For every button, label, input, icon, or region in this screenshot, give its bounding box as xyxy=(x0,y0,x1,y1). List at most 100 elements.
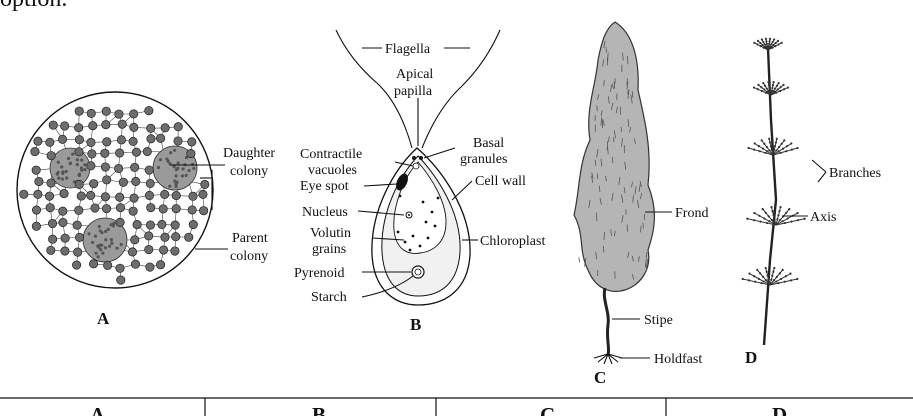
colony-cell xyxy=(160,189,170,199)
branch-node xyxy=(758,150,761,153)
branch-node xyxy=(796,219,800,222)
frond-mark xyxy=(597,94,600,100)
frond-mark xyxy=(611,83,615,89)
frond-mark xyxy=(600,117,603,126)
colony-cell xyxy=(146,134,156,144)
leader-contractile xyxy=(394,161,414,167)
branch-node xyxy=(763,43,766,46)
frond-mark xyxy=(622,52,624,61)
daughter-cell xyxy=(68,161,73,165)
branch-node xyxy=(752,219,756,222)
colony-cell xyxy=(118,177,128,187)
colony-cell xyxy=(114,163,124,174)
label-nucleus: Nucleus xyxy=(302,205,348,220)
branch-node xyxy=(764,37,768,40)
colony-cell xyxy=(115,263,125,273)
branch-node xyxy=(781,220,784,223)
table-header-a: A xyxy=(90,403,106,416)
colony-cell xyxy=(74,123,84,133)
frond-mark xyxy=(613,230,616,237)
colony-cell xyxy=(45,137,55,147)
colony-cell xyxy=(47,219,58,229)
branch-node xyxy=(779,218,782,222)
frond-mark xyxy=(627,251,630,259)
branch-node xyxy=(779,86,782,89)
colony-cell xyxy=(46,151,56,161)
colony-cell xyxy=(144,165,154,175)
daughter-cell xyxy=(57,176,61,180)
colony-cell xyxy=(144,106,154,116)
branch-node xyxy=(774,41,777,45)
colony-cell xyxy=(31,221,41,231)
branch-node xyxy=(761,43,764,47)
branch-node xyxy=(771,40,774,44)
daughter-cell xyxy=(174,184,178,189)
frond-mark xyxy=(637,256,640,262)
colony-cell xyxy=(199,206,209,216)
leader-branch-2 xyxy=(817,171,827,183)
branch-node xyxy=(781,268,784,271)
flagellum-left xyxy=(335,29,413,149)
leader-nucleus xyxy=(357,210,405,216)
branch-node xyxy=(757,277,761,280)
branch-node xyxy=(789,279,793,282)
branch-node xyxy=(762,280,765,283)
frond-mark xyxy=(646,258,649,267)
colony-cell xyxy=(88,121,98,131)
daughter-cell xyxy=(176,166,180,170)
branch-node xyxy=(772,279,776,282)
daughter-cell xyxy=(55,172,59,176)
colony-cell xyxy=(146,203,156,213)
branch-node xyxy=(763,217,766,220)
label-stipe: Stipe xyxy=(644,313,673,328)
colony-cell xyxy=(33,136,43,146)
label-holdfast: Holdfast xyxy=(654,352,702,367)
daughter-cell xyxy=(106,227,110,231)
label-chloroplast: Chloroplast xyxy=(480,234,545,249)
colony-cell xyxy=(59,189,69,199)
colony-cell xyxy=(158,204,168,214)
daughter-cell xyxy=(71,152,75,156)
volutin-grain xyxy=(426,236,430,240)
branch-node xyxy=(780,142,783,145)
colony-cell xyxy=(45,203,55,213)
daughter-cell xyxy=(56,160,60,164)
daughter-cell xyxy=(65,176,69,180)
branch-node xyxy=(756,88,760,91)
colony-cell xyxy=(89,179,99,189)
branch-node xyxy=(789,272,792,275)
daughter-cell xyxy=(80,158,84,162)
daughter-cell xyxy=(109,238,114,242)
colony-cell xyxy=(46,245,56,255)
branch-node xyxy=(773,148,776,152)
leader-branch-1 xyxy=(811,159,827,173)
branch-node xyxy=(768,137,771,140)
daughter-cell xyxy=(165,157,169,161)
branch-node xyxy=(764,279,768,282)
daughter-cell xyxy=(169,151,173,155)
branch-node xyxy=(746,217,749,220)
branch-node xyxy=(759,220,762,223)
branch-node xyxy=(768,141,772,144)
colony-cell xyxy=(115,192,125,202)
branch-node xyxy=(796,211,799,215)
branch-node xyxy=(775,149,778,152)
branch-node xyxy=(790,142,793,145)
colony-cell xyxy=(57,134,68,144)
branch-node xyxy=(753,275,756,278)
colony-cell xyxy=(127,247,138,257)
colony-cell xyxy=(187,205,197,215)
caption-c: C xyxy=(594,368,606,387)
daughter-cell xyxy=(103,229,108,233)
branch-node xyxy=(768,40,771,43)
daughter-cell xyxy=(97,245,101,249)
figure-d-branching: Branches Axis D xyxy=(741,37,881,367)
daughter-cell xyxy=(77,172,82,176)
colony-cell xyxy=(31,205,42,215)
colony-cell xyxy=(130,162,140,172)
branch-node xyxy=(761,147,765,150)
colony-cell xyxy=(72,260,82,270)
frond-mark xyxy=(610,102,614,110)
branch-node xyxy=(775,275,778,278)
colony-cell xyxy=(60,233,70,243)
